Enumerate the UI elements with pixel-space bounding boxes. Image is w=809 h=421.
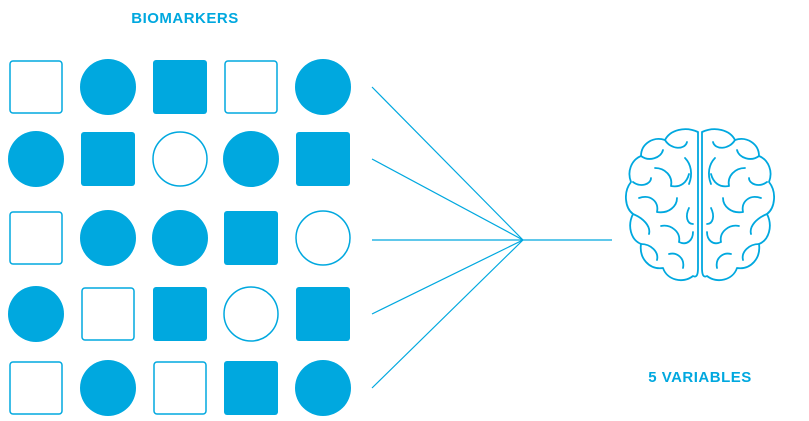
biomarker-square-filled [296, 132, 350, 186]
biomarker-square-outline [9, 211, 63, 265]
biomarker-circle-filled [152, 210, 208, 266]
biomarker-circle-outline [223, 286, 279, 342]
biomarker-circle-filled [8, 286, 64, 342]
biomarker-square-filled [153, 287, 207, 341]
connector-line [371, 239, 524, 389]
biomarker-circle-outline [152, 131, 208, 187]
brain-icon [625, 128, 775, 282]
biomarker-square-outline [153, 361, 207, 415]
biomarker-square-filled [224, 211, 278, 265]
biomarker-circle-filled [295, 360, 351, 416]
biomarker-square-outline [224, 60, 278, 114]
biomarker-square-filled [224, 361, 278, 415]
biomarker-square-filled [81, 132, 135, 186]
biomarker-circle-filled [80, 210, 136, 266]
biomarker-circle-filled [80, 360, 136, 416]
biomarkers-title: BIOMARKERS [131, 10, 239, 27]
biomarker-circle-filled [8, 131, 64, 187]
biomarker-grid [8, 59, 351, 416]
biomarker-circle-filled [80, 59, 136, 115]
biomarker-circle-outline [295, 210, 351, 266]
biomarker-square-filled [153, 60, 207, 114]
connector-line [371, 158, 524, 241]
biomarker-square-outline [9, 60, 63, 114]
connector-line [371, 86, 524, 241]
biomarker-square-outline [9, 361, 63, 415]
biomarker-square-outline [81, 287, 135, 341]
connector-line [371, 239, 524, 315]
biomarker-circle-filled [295, 59, 351, 115]
biomarker-square-filled [296, 287, 350, 341]
biomarker-circle-filled [223, 131, 279, 187]
variables-label: 5 VARIABLES [648, 369, 752, 386]
